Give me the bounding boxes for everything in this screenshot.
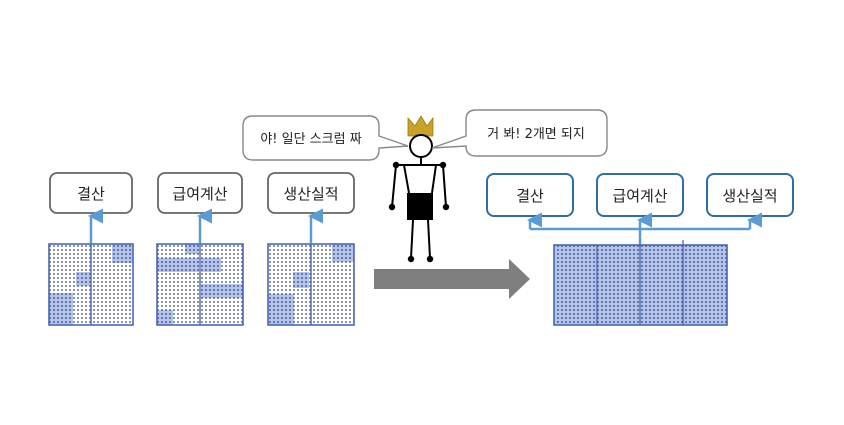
right-label-box-3: 생산실적 bbox=[706, 173, 794, 217]
right-label-box-1: 결산 bbox=[486, 173, 574, 217]
speech-bubble-right: 거 봐! 2개면 되지 bbox=[431, 109, 608, 157]
speech-text-left: 야! 일단 스크럼 짜 bbox=[260, 132, 361, 147]
connector-tree bbox=[527, 212, 762, 245]
left-block-3 bbox=[267, 243, 355, 326]
left-label-2: 급여계산 bbox=[172, 185, 227, 203]
right-label-2: 급여계산 bbox=[612, 187, 667, 205]
right-label-1: 결산 bbox=[516, 187, 544, 205]
speech-bubble-left: 야! 일단 스크럼 짜 bbox=[242, 115, 409, 161]
left-block-1 bbox=[48, 243, 134, 326]
left-block-2 bbox=[156, 243, 244, 326]
left-label-box-2: 급여계산 bbox=[157, 172, 243, 214]
stick-figure-icon bbox=[388, 115, 450, 263]
right-arrow-icon bbox=[374, 259, 530, 299]
crown-icon bbox=[407, 115, 434, 137]
right-label-3: 생산실적 bbox=[722, 187, 777, 205]
unified-block bbox=[553, 240, 728, 326]
left-label-box-1: 결산 bbox=[49, 172, 133, 214]
left-label-box-3: 생산실적 bbox=[267, 172, 355, 214]
speech-text-right: 거 봐! 2개면 되지 bbox=[487, 127, 585, 142]
left-label-1: 결산 bbox=[77, 185, 105, 203]
left-label-3: 생산실적 bbox=[283, 185, 338, 203]
right-label-box-2: 급여계산 bbox=[596, 173, 684, 217]
